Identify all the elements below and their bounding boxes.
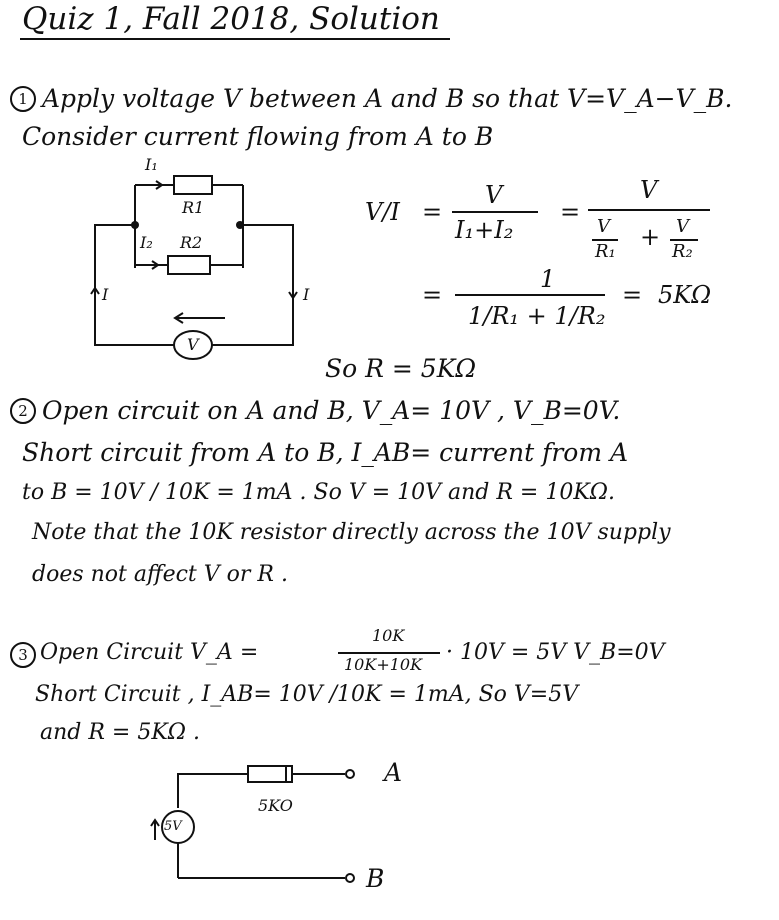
node-b-label: B <box>366 864 385 893</box>
problem-2-line-4: Note that the 10K resistor directly acro… <box>32 520 671 545</box>
eq-f2-num-a: V <box>597 216 610 237</box>
node-a-label: A <box>384 758 403 787</box>
eq-plus: + <box>640 223 661 251</box>
eq-f1-num: V <box>485 181 503 209</box>
problem-3-line-3: and R = 5KΩ . <box>40 720 201 745</box>
problem-1-conclusion: So R = 5KΩ <box>325 354 477 383</box>
eq-f2-den-b: R₂ <box>672 241 693 262</box>
eq-f2-num: V <box>640 176 658 204</box>
problem-1-number: 1 <box>10 86 36 112</box>
label-i1: I₁ <box>145 155 158 174</box>
problem-2-line-2: Short circuit from A to B, I_AB= current… <box>22 438 629 467</box>
node-b-dot <box>236 221 244 229</box>
title-underline <box>20 38 450 40</box>
label-r2: R2 <box>180 233 203 252</box>
problem-3-frac-den: 10K+10K <box>344 655 423 674</box>
eq-result: 5KΩ <box>658 281 712 309</box>
label-r1: R1 <box>182 198 205 217</box>
eq-f3-num: 1 <box>540 265 556 293</box>
eq-lhs: V/I <box>365 198 400 226</box>
page-title: Quiz 1, Fall 2018, Solution <box>22 1 440 37</box>
node-a-dot <box>131 221 139 229</box>
problem-3-line-2: Short Circuit , I_AB= 10V /10K = 1mA, So… <box>35 682 579 707</box>
eq-equals-1: = <box>422 198 443 226</box>
problem-3-circuit <box>150 765 355 883</box>
eq-f3-den: 1/R₁ + 1/R₂ <box>468 302 606 330</box>
eq-equals-3: = <box>422 281 443 309</box>
problem-1-line-1: Apply voltage V between A and B so that … <box>42 84 733 113</box>
label-i-right: I <box>303 285 310 304</box>
problem-3-line-1-suffix: · 10V = 5V V_B=0V <box>446 640 665 665</box>
problem-2-line-1: Open circuit on A and B, V_A= 10V , V_B=… <box>42 396 621 425</box>
label-i2: I₂ <box>140 233 153 252</box>
problem-1-line-2: Consider current flowing from A to B <box>22 122 494 151</box>
problem-2-line-3: to B = 10V / 10K = 1mA . So V = 10V and … <box>22 480 616 505</box>
problem-3-frac-num: 10K <box>372 626 405 645</box>
eq-equals-2: = <box>560 198 581 226</box>
eq-equals-4: = <box>622 281 643 309</box>
problem-2-line-5: does not affect V or R . <box>32 562 288 587</box>
problem-3-number: 3 <box>10 642 36 668</box>
label-i-left: I <box>102 285 109 304</box>
problem-2-number: 2 <box>10 398 36 424</box>
source-label: 5V <box>164 819 182 834</box>
problem-3-line-1-prefix: Open Circuit V_A = <box>40 640 259 665</box>
voltmeter-label: V <box>187 335 199 354</box>
eq-f2-num-b: V <box>676 216 689 237</box>
eq-f1-den: I₁+I₂ <box>455 216 514 244</box>
resistor-label: 5KO <box>258 796 293 815</box>
eq-f2-den-a: R₁ <box>595 241 616 262</box>
